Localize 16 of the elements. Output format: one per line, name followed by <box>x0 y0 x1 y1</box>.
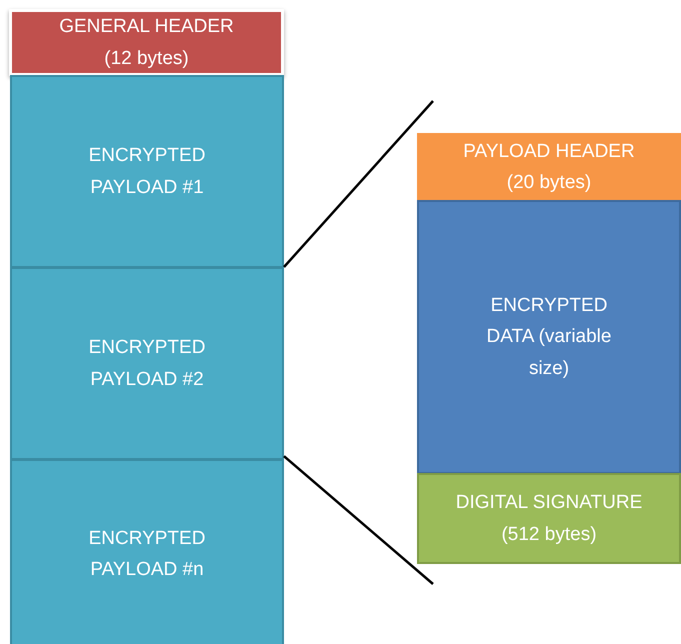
block <box>417 133 681 201</box>
block <box>417 473 681 564</box>
block-label: ENCRYPTED PAYLOAD #2 <box>88 336 206 392</box>
block <box>9 9 284 76</box>
zoom-line <box>283 100 434 268</box>
zoom-line <box>283 455 434 585</box>
block-label: ENCRYPTED PAYLOAD #1 <box>88 144 206 200</box>
block <box>10 267 284 460</box>
block-label: DIGITAL SIGNATURE (512 bytes) <box>454 491 644 546</box>
block <box>10 459 284 644</box>
block <box>417 200 681 474</box>
block-label: ENCRYPTED PAYLOAD #n <box>88 526 206 582</box>
block-label: PAYLOAD HEADER (20 bytes) <box>462 140 636 195</box>
block-label: ENCRYPTED DATA (variable size) <box>486 294 612 381</box>
block-label: GENERAL HEADER (12 bytes) <box>58 15 235 70</box>
block <box>10 75 284 268</box>
